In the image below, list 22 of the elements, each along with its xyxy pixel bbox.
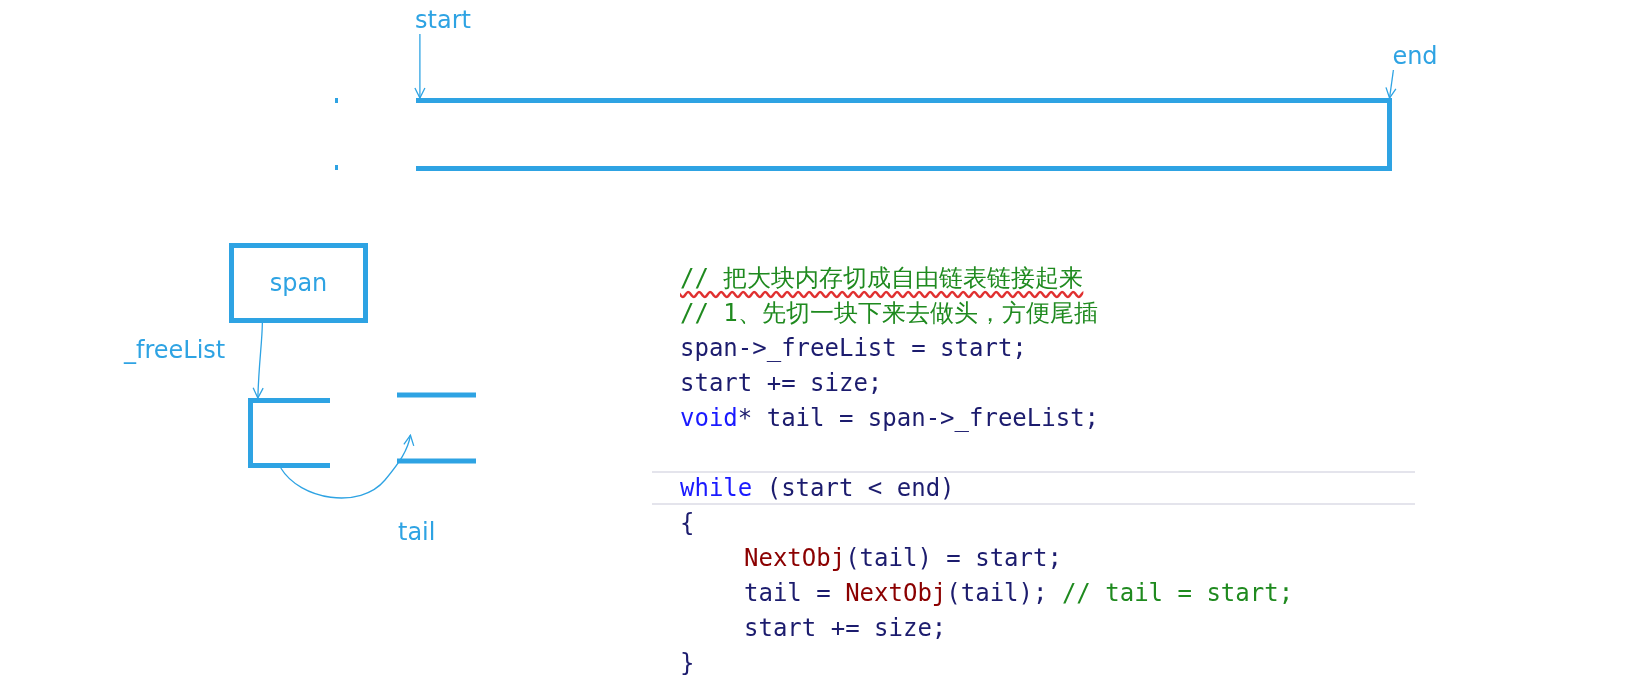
code-line: NextObj(tail) = start;: [744, 546, 1062, 570]
arrow: [252, 322, 264, 399]
memory-chunk: [248, 398, 330, 468]
code-line: void* tail = span->_freeList;: [680, 406, 1100, 430]
code-line: // 1、先切一块下来去做头，方便尾插: [680, 301, 1098, 325]
arrow: [280, 434, 415, 499]
arrow: [414, 33, 426, 99]
span-box: span: [229, 243, 368, 323]
memory-chunk: [397, 392, 476, 464]
edge-label: _freeList: [124, 338, 226, 362]
pointer-label: start: [410, 6, 476, 34]
code-line: // 把大块内存切成自由链表链接起来: [680, 266, 1084, 290]
arrow: [1385, 69, 1397, 99]
memory-block: [416, 98, 1392, 171]
code-line: start += size;: [744, 616, 947, 640]
code-line: }: [680, 651, 695, 675]
code-line: while (start < end): [680, 476, 955, 500]
code-line: span->_freeList = start;: [680, 336, 1027, 360]
code-line: {: [680, 511, 695, 535]
code-line: tail = NextObj(tail); // tail = start;: [744, 581, 1294, 605]
code-line: start += size;: [680, 371, 883, 395]
pointer-label: end: [1388, 42, 1442, 70]
